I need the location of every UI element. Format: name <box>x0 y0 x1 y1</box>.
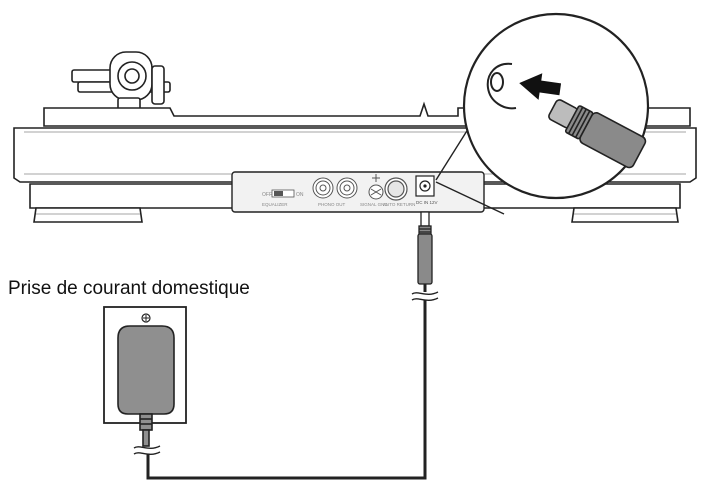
zoom-callout <box>435 12 650 215</box>
dc-in-label: DC IN 12V <box>416 200 438 205</box>
ground-terminal[interactable] <box>368 174 384 200</box>
outlet-caption: Prise de courant domestique <box>8 278 250 299</box>
equalizer-switch[interactable]: OFF ON EQUALIZER <box>262 189 304 207</box>
auto-return-knob[interactable] <box>384 177 408 201</box>
switch-off-label: OFF <box>262 192 272 198</box>
zoom-plug <box>548 99 647 169</box>
dc-plug <box>417 211 433 285</box>
switch-caption: EQUALIZER <box>262 202 288 207</box>
zoom-socket <box>486 62 517 110</box>
switch-on-label: ON <box>296 192 304 198</box>
power-cable <box>146 284 427 480</box>
ac-adapter <box>117 325 175 447</box>
ground-label: SIGNAL GND <box>360 202 388 207</box>
rear-panel: OFF ON EQUALIZER PHONO OUT SIGNAL GND AU… <box>231 171 485 213</box>
auto-return-label: AUTO RETURN <box>383 202 415 207</box>
insert-arrow-icon <box>519 73 562 100</box>
phono-out-jacks[interactable] <box>312 177 358 199</box>
phono-out-label: PHONO OUT <box>318 202 346 207</box>
cable-break-upper <box>411 291 439 301</box>
dc-in-jack[interactable] <box>415 175 435 197</box>
cable-break-lower <box>133 445 161 455</box>
